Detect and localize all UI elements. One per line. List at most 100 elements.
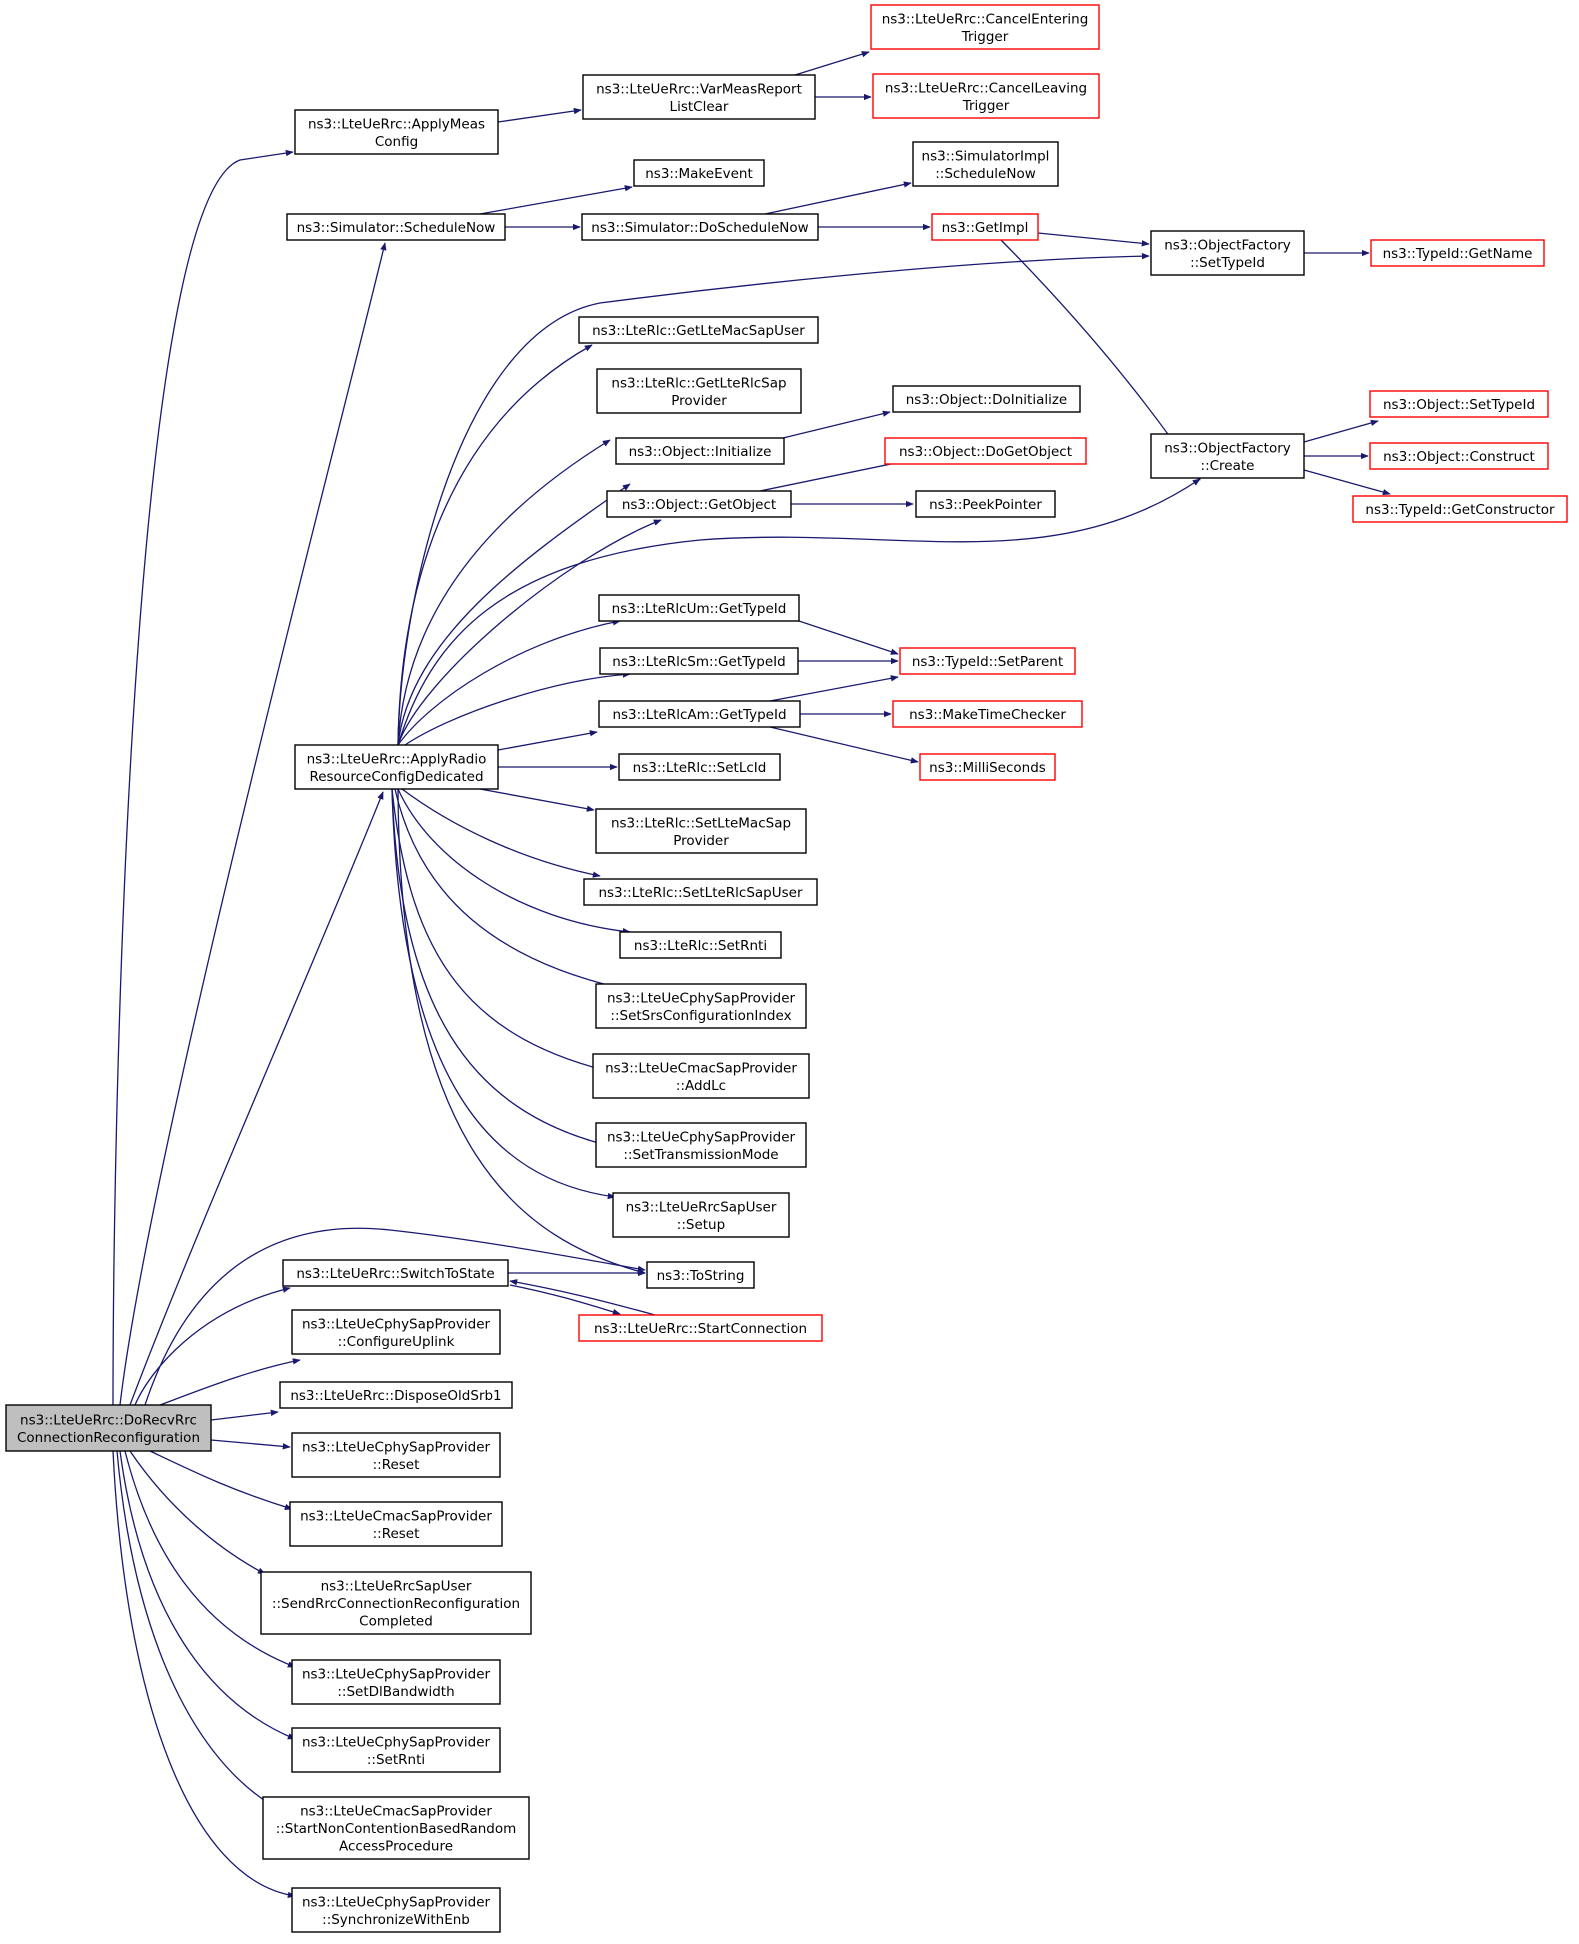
node-setRntiRlc[interactable]: ns3::LteRlc::SetRnti (619, 931, 782, 959)
node-label: ns3::LteUeRrcSapUser (626, 1199, 777, 1215)
node-label: Trigger (961, 29, 1009, 45)
node-label: Trigger (962, 98, 1010, 114)
node-objGetObj[interactable]: ns3::Object::GetObject (606, 490, 792, 518)
call-edge-16 (794, 51, 870, 76)
node-ofSetTid[interactable]: ns3::ObjectFactory::SetTypeId (1150, 230, 1305, 276)
node-label: ::Reset (373, 1526, 420, 1542)
node-startConn[interactable]: ns3::LteUeRrc::StartConnection (578, 1314, 823, 1342)
node-label: ns3::TypeId::SetParent (912, 654, 1063, 670)
node-label: ns3::LteRlc::SetRnti (634, 938, 767, 954)
node-cphyReset[interactable]: ns3::LteUeCphySapProvider::Reset (291, 1432, 501, 1478)
node-startNonCont[interactable]: ns3::LteUeCmacSapProvider::StartNonConte… (262, 1796, 530, 1860)
node-syncEnb[interactable]: ns3::LteUeCphySapProvider::SynchronizeWi… (291, 1887, 501, 1933)
node-getImpl[interactable]: ns3::GetImpl (931, 213, 1039, 241)
call-edge-5 (159, 1358, 301, 1406)
node-label: ::Reset (373, 1457, 420, 1473)
node-label: ns3::LteUeCmacSapProvider (300, 1804, 492, 1820)
node-label: ns3::LteUeRrc::ApplyRadio (307, 751, 487, 767)
node-disposeSrb1[interactable]: ns3::LteUeRrc::DisposeOldSrb1 (279, 1381, 513, 1409)
node-box (1352, 495, 1568, 523)
call-edge-1 (112, 149, 294, 1406)
node-getMacSapUser[interactable]: ns3::LteRlc::GetLteMacSapUser (578, 316, 819, 344)
node-box (598, 594, 800, 622)
node-rlcAm[interactable]: ns3::LteRlcAm::GetTypeId (598, 700, 801, 728)
node-setSrs[interactable]: ns3::LteUeCphySapProvider::SetSrsConfigu… (595, 983, 807, 1029)
node-setLcid[interactable]: ns3::LteRlc::SetLcId (618, 753, 781, 781)
node-box (294, 109, 499, 155)
node-objDoInit[interactable]: ns3::Object::DoInitialize (892, 385, 1081, 413)
node-box (578, 1314, 823, 1342)
node-label: ns3::LteRlcUm::GetTypeId (612, 601, 787, 617)
node-label: ns3::LteUeCphySapProvider (302, 1894, 491, 1910)
node-box (899, 647, 1076, 675)
node-label: ns3::LteUeRrc::DisposeOldSrb1 (290, 1388, 501, 1404)
node-objInit[interactable]: ns3::Object::Initialize (615, 437, 785, 465)
node-objSetTid[interactable]: ns3::Object::SetTypeId (1369, 390, 1549, 418)
call-edge-22 (1037, 232, 1150, 247)
node-tidGetCtor[interactable]: ns3::TypeId::GetConstructor (1352, 495, 1568, 523)
node-label: ns3::LteUeCphySapProvider (302, 1666, 491, 1682)
node-sendReconf[interactable]: ns3::LteUeRrcSapUser::SendRrcConnectionR… (260, 1571, 532, 1635)
node-label: ns3::MakeEvent (645, 166, 753, 182)
node-toString[interactable]: ns3::ToString (646, 1261, 755, 1289)
node-box (872, 73, 1100, 119)
node-box (291, 1887, 501, 1933)
node-setTxMode[interactable]: ns3::LteUeCphySapProvider::SetTransmissi… (595, 1122, 807, 1168)
call-edge-6 (210, 1409, 279, 1421)
call-edge-30 (397, 439, 611, 746)
node-label: ResourceConfigDedicated (309, 769, 483, 785)
call-edge-4 (134, 1286, 291, 1406)
node-box (1369, 442, 1549, 470)
call-edge-55 (509, 1284, 621, 1315)
node-objDoGetObj[interactable]: ns3::Object::DoGetObject (884, 437, 1087, 465)
node-rrcSapSetup[interactable]: ns3::LteUeRrcSapUser::Setup (612, 1192, 790, 1238)
node-peekPtr[interactable]: ns3::PeekPointer (915, 490, 1056, 518)
node-tidGetName[interactable]: ns3::TypeId::GetName (1370, 239, 1545, 267)
node-setDlBw[interactable]: ns3::LteUeCphySapProvider::SetDlBandwidt… (291, 1659, 501, 1705)
node-milli[interactable]: ns3::MilliSeconds (919, 753, 1056, 781)
call-edge-14 (144, 1227, 646, 1406)
node-objConstruct[interactable]: ns3::Object::Construct (1369, 442, 1549, 470)
node-makeEvent[interactable]: ns3::MakeEvent (633, 159, 765, 187)
call-edge-46 (391, 788, 607, 1147)
call-edge-25 (1303, 419, 1379, 443)
node-cmacReset[interactable]: ns3::LteUeCmacSapProvider::Reset (289, 1501, 503, 1547)
node-root[interactable]: ns3::LteUeRrc::DoRecvRrcConnectionReconf… (5, 1404, 212, 1452)
node-label: ns3::LteUeCmacSapProvider (605, 1060, 797, 1076)
call-edge-39 (497, 730, 598, 751)
node-simImpl[interactable]: ns3::SimulatorImpl::ScheduleNow (912, 141, 1059, 187)
node-box (646, 1261, 755, 1289)
call-edge-3 (129, 791, 384, 1406)
node-schedNow[interactable]: ns3::Simulator::ScheduleNow (286, 213, 506, 241)
call-edge-27 (1303, 469, 1391, 496)
node-tidSetParent[interactable]: ns3::TypeId::SetParent (899, 647, 1076, 675)
node-label: ::SynchronizeWithEnb (322, 1912, 470, 1928)
node-rlcUm[interactable]: ns3::LteRlcUm::GetTypeId (598, 594, 800, 622)
node-cfgUplink[interactable]: ns3::LteUeCphySapProvider::ConfigureUpli… (291, 1309, 501, 1355)
node-label: ns3::LteUeCphySapProvider (302, 1439, 491, 1455)
node-label: ns3::LteRlcSm::GetTypeId (612, 654, 785, 670)
node-setRntiCphy[interactable]: ns3::LteUeCphySapProvider::SetRnti (291, 1727, 501, 1773)
node-ofCreate[interactable]: ns3::ObjectFactory::Create (1150, 433, 1305, 479)
node-setRlcSapUser[interactable]: ns3::LteRlc::SetLteRlcSapUser (583, 878, 818, 906)
call-edge-20 (764, 181, 912, 215)
call-edge-51 (769, 675, 899, 702)
node-rlcSm[interactable]: ns3::LteRlcSm::GetTypeId (599, 647, 799, 675)
call-edges (112, 51, 1391, 1899)
node-doSched[interactable]: ns3::Simulator::DoScheduleNow (581, 213, 819, 241)
node-applyRadio[interactable]: ns3::LteUeRrc::ApplyRadioResourceConfigD… (294, 744, 499, 790)
node-switchState[interactable]: ns3::LteUeRrc::SwitchToState (282, 1259, 509, 1287)
node-makeTime[interactable]: ns3::MakeTimeChecker (892, 700, 1083, 728)
function-nodes: ns3::LteUeRrc::DoRecvRrcConnectionReconf… (5, 4, 1568, 1933)
node-label: ::SendRrcConnectionReconfiguration (272, 1596, 520, 1612)
call-edge-43 (397, 788, 631, 935)
node-label: ns3::Simulator::DoScheduleNow (591, 220, 808, 236)
node-addLc[interactable]: ns3::LteUeCmacSapProvider::AddLc (592, 1053, 810, 1099)
node-label: ns3::PeekPointer (929, 497, 1042, 513)
